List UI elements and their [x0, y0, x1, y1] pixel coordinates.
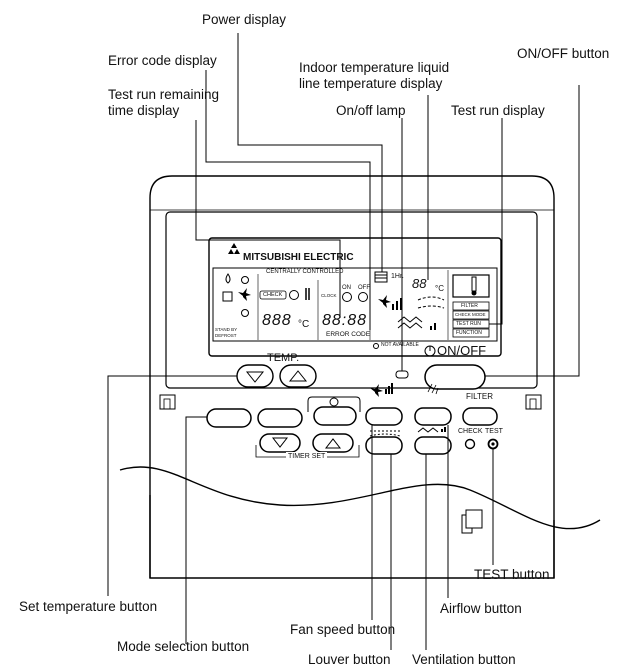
- timer-set-label: TIMER SET: [286, 452, 328, 461]
- onoff-lamp: [395, 370, 409, 379]
- onoff-button-label: ON/OFF button: [517, 46, 610, 61]
- fan-speed-display-icon: [378, 295, 391, 308]
- onoff-label: ON/OFF: [437, 343, 487, 358]
- temperature-sensor-icon: [305, 288, 310, 300]
- louver-button-label: Louver button: [308, 652, 391, 667]
- heat-mode-icon: [241, 276, 249, 284]
- lid-cover-edge: [119, 466, 601, 530]
- indoor-temp-label-line2: line temperature display: [299, 76, 443, 91]
- power-display-label: Power display: [202, 12, 287, 27]
- airflow-button-shape: [414, 407, 452, 426]
- hour-label: 1Hr.: [391, 273, 404, 280]
- function-indicator-box: [452, 328, 490, 338]
- on-label: ON: [342, 285, 351, 291]
- off-timer-icon: [358, 292, 368, 302]
- fan-mode-icon: [238, 288, 251, 301]
- timer-up-button: [312, 433, 354, 453]
- ventilation-icon: [417, 427, 439, 433]
- mode-button-shape: [206, 408, 252, 428]
- test-button-label: TEST: [485, 428, 503, 435]
- indoor-temp-display-label: Indoor temperature liquid line temperatu…: [299, 60, 499, 92]
- brand-name: MITSUBISHI ELECTRIC: [243, 252, 354, 263]
- check-button-label: CHECK: [458, 428, 483, 435]
- filter-indicator-box: [452, 301, 490, 311]
- check-indicator: [259, 290, 287, 300]
- check-button: [464, 438, 476, 450]
- on-timer-icon: [342, 292, 352, 302]
- error-code-display-label: Error code display: [108, 53, 217, 68]
- filter-box-label: FILTER: [461, 303, 478, 309]
- room-temp-icon-box: [452, 274, 490, 298]
- liquid-temp-digits: 88: [412, 276, 427, 291]
- set-temperature-button-label: Set temperature button: [19, 599, 158, 614]
- onoff-lamp-label: On/off lamp: [336, 103, 406, 118]
- mode-selection-button-label: Mode selection button: [117, 639, 250, 654]
- ventilation-button-shape: [414, 436, 452, 455]
- louver-button-shape: [365, 436, 403, 455]
- onoff-button-shape: [424, 364, 486, 390]
- room-temp-unit: °C: [298, 319, 310, 330]
- test-button-callout: TEST button: [474, 567, 550, 582]
- clock-icon: [289, 290, 299, 300]
- check-mode-indicator-box: [452, 310, 490, 320]
- mitsubishi-logo-icon: [228, 243, 240, 254]
- timer-icon: [329, 397, 339, 407]
- error-code-label: ERROR CODE: [326, 331, 371, 338]
- defrost-label: DEFROST: [215, 333, 237, 338]
- test-run-remaining-line2: time display: [108, 103, 180, 118]
- fan-speed-icon: [370, 384, 383, 397]
- airflow-icon: [427, 383, 439, 395]
- centrally-controlled-label: CENTRALLY CONTROLLED: [266, 269, 344, 275]
- liquid-temp-unit: °C: [435, 284, 444, 293]
- fan-speed-button-label: Fan speed button: [290, 622, 396, 637]
- clock-label: CLOCK: [321, 293, 337, 298]
- ventilation-button-label: Ventilation button: [412, 652, 516, 667]
- not-available-label: NOT AVAILABLE: [381, 342, 419, 348]
- power-display-icon: [374, 271, 388, 283]
- check-mode-box-label: CHECK MODE: [455, 312, 486, 317]
- check-label: CHECK: [263, 292, 283, 298]
- dry-mode-icon: [225, 273, 231, 284]
- indoor-temp-label-line1: Indoor temperature liquid: [299, 60, 450, 75]
- temp-label: TEMP.: [267, 352, 300, 364]
- function-box-label: FUNCTION: [456, 330, 482, 336]
- test-run-remaining-label: Test run remaining time display: [108, 87, 268, 119]
- timer-up-down-button: [313, 406, 357, 426]
- room-temp-digits: 888: [262, 312, 292, 329]
- filter-label: FILTER: [466, 392, 493, 401]
- test-run-display-label: Test run display: [451, 103, 545, 118]
- stand-by-label: STAND BY: [215, 327, 238, 332]
- test-run-remaining-line1: Test run remaining: [108, 87, 220, 102]
- airflow-button-label: Airflow button: [440, 601, 522, 616]
- test-run-box-label: TEST RUN: [456, 321, 481, 327]
- temp-down-button: [236, 364, 274, 388]
- fan-speed-button-shape: [365, 407, 403, 426]
- filter-button-shape: [462, 407, 498, 426]
- cool-mode-icon: [241, 309, 249, 317]
- auto-mode-icon: [222, 291, 233, 302]
- louver-icon: [369, 430, 401, 437]
- not-available-icon: [373, 343, 379, 349]
- clock-digits: 88:88: [322, 312, 368, 329]
- timer-down-button: [259, 433, 301, 453]
- temp-up-button: [279, 364, 317, 388]
- timer-mode-button-shape: [257, 408, 303, 428]
- off-label: OFF: [358, 285, 370, 291]
